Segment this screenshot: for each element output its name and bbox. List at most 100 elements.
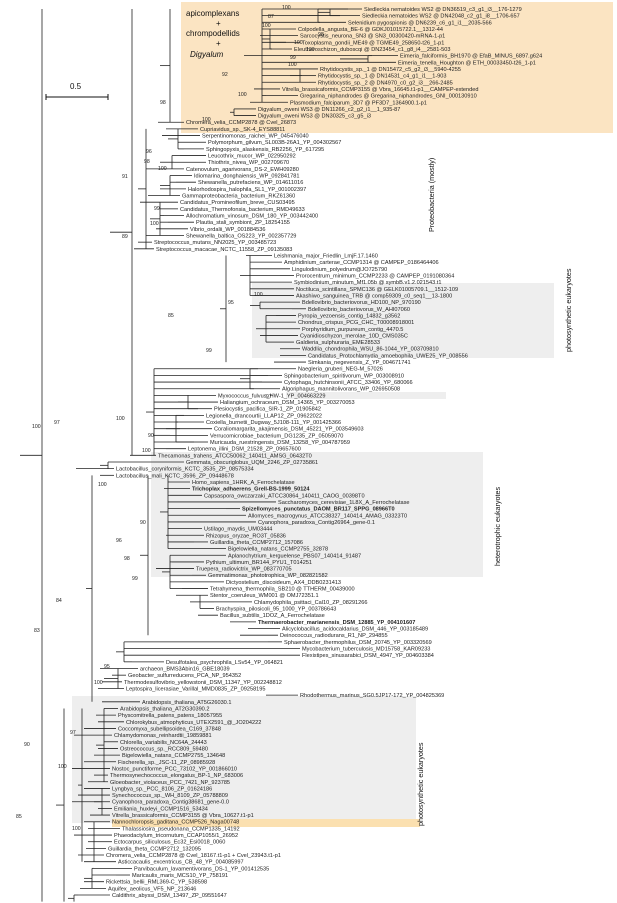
taxon-label: Porphyridium_purpureum_contig_4470.5 xyxy=(302,327,403,333)
taxon-label: Cyanidioschyzon_merolae_10D_CMS035C xyxy=(300,333,408,339)
taxon-label: Lactobacillus_mali_KCTC_3596_ZP_09448678 xyxy=(116,473,234,479)
taxon-label: Ostreococcus_sp._RCC809_59480 xyxy=(120,746,208,752)
taxon-label: Phaeodactylum_tricornutum_CCAP1055/1_269… xyxy=(114,833,238,839)
clade-title: apicomplexans + chrompodellids + Digyalu… xyxy=(186,9,240,59)
taxon-label: Muricauda_ruestringensis_DSM_13258_YP_00… xyxy=(210,440,350,446)
taxon-label: Dictyostelium_discoideum_AX4_DDB0231413 xyxy=(226,580,341,586)
taxon-label: Colpodella_angusta_BE-6 @ GDKJ01015722.1… xyxy=(298,27,443,33)
taxon-label: Physcomitrella_patens_patens_18057955 xyxy=(118,713,222,719)
support-value: 98 xyxy=(144,159,150,165)
apicomplexan-clade-box xyxy=(181,2,613,133)
taxon-label: Gemmatimonas_phototrophica_WP_082821582 xyxy=(208,573,328,579)
taxon-label: Guillardia_theta_CCMP2712_157086 xyxy=(210,540,303,546)
support-value: 100 xyxy=(306,47,315,53)
taxon-label: Bdellovibrio_bacteriovorus_W_AHI07060 xyxy=(308,307,410,313)
taxon-label: Cupriavidus_sp._SK-4_EYS88811 xyxy=(200,127,285,133)
support-value: 95 xyxy=(228,300,234,306)
support-value: 100 xyxy=(254,292,263,298)
support-value: 100 xyxy=(98,482,107,488)
taxon-label: Nostoc_punctiforme_PCC_73102_YP_00186601… xyxy=(112,766,237,772)
taxon-label: Chlorella_variabilis_NC64A_24443 xyxy=(120,740,207,746)
taxon-label: Chromera_velia_CCMP2878 @ Cvel_18167.t1-… xyxy=(106,853,281,859)
support-value: 100 xyxy=(150,221,159,227)
taxon-label: Thalassiosira_pseudonana_CCMP1335_14192 xyxy=(122,826,240,832)
taxon-label: Alicyclobacillus_acidocaldarius_DSM_446_… xyxy=(282,627,428,633)
taxon-label: Prorocentrum_minimum_CCMP2233 @ CAMPEP_0… xyxy=(296,273,454,279)
support-value: 100 xyxy=(58,764,67,770)
taxon-label: Arabidopsis_thaliana_AT2G30390.2 xyxy=(120,706,209,712)
taxon-label: Gregarina_niphandrodes @ Gregarina_nipha… xyxy=(300,94,477,100)
support-value: 99 xyxy=(154,206,160,212)
clade-title-line-5: Digyalum xyxy=(190,50,224,59)
taxon-label: Candidatus_Promineofilum_breve_CUS03495 xyxy=(180,200,295,206)
taxon-label: Shewanella_putrefaciens_WP_014611016 xyxy=(198,180,303,186)
taxon-label: Siedleckia nematoides WS2 @ DN42048_c2_g… xyxy=(362,14,520,20)
taxon-label: Leptonema_illini_DSM_21528_ZP_09657600 xyxy=(188,447,301,453)
clade-title-line-2: + xyxy=(216,19,221,28)
taxon-label: Bigelowiella_natans_CCMP2755_32878 xyxy=(228,547,328,553)
taxon-label: Rhizopus_oryzae_RO3T_05836 xyxy=(206,533,286,539)
taxon-label: Gloeobacter_violaceus_PCC_7421_NP_923785 xyxy=(110,780,230,786)
taxon-label: Rhytidocystis_sp._2 @ DN4970_c0_g2_i3__2… xyxy=(318,80,453,86)
taxon-label: Cyanophora_paradoxa_Contig26964_gene-0.1 xyxy=(258,520,375,526)
support-value: 98 xyxy=(160,100,166,106)
taxon-label: Halorhodospira_halophila_SL1_YP_00100239… xyxy=(188,187,306,193)
taxon-label: Pyropia_yezoensis_contig_14832_g3562 xyxy=(298,313,400,319)
taxon-label: Saccharomyces_cerevisiae_1L8X_A_Ferroche… xyxy=(278,500,410,506)
support-value: 99 xyxy=(290,55,296,61)
taxon-label: Aplanochytrium_kerguelense_PBS07_140414_… xyxy=(228,553,361,559)
support-value: 90 xyxy=(148,433,154,439)
side-label-photosynthetic-top: photosynthetic eukaryotes xyxy=(564,268,573,352)
clade-title-line-1: apicomplexans xyxy=(186,9,239,18)
taxon-label: Geobacter_sulfurreducens_PCA_NP_954352 xyxy=(128,673,241,679)
taxon-label: Myxococcus_fulvus_HW-1_YP_004663229 xyxy=(218,393,325,399)
taxon-label: Spizellomyces_punctatus_DAOM_BR117_SPPG_… xyxy=(242,507,395,513)
taxon-label: Vitrella_brassicaformis_CCMP3155 @ Vbra_… xyxy=(112,813,254,819)
taxon-label: Leucothrix_mucor_WP_022950292 xyxy=(208,154,296,160)
taxon-label: Brachyspira_pilosicoli_95_1000_YP_003786… xyxy=(216,607,336,613)
support-value: 97 xyxy=(54,420,60,426)
taxon-label: Algoriphagus_mannitolivorans_WP_02695050… xyxy=(282,387,400,393)
taxon-label: Thermaerobacter_marianensis_DSM_12885_YP… xyxy=(258,620,415,626)
taxon-label: Coxiella_burnetii_Dugway_5J108-111_YP_00… xyxy=(206,420,341,426)
support-value: 100 xyxy=(294,40,303,46)
taxon-label: Truepera_radiovictrix_WP_083770705 xyxy=(196,567,292,573)
taxon-label: Sarcocystis_neurona_SN3 @ SN3_00300420-m… xyxy=(300,34,445,40)
taxon-label: Serpentinomonas_raichei_WP_045476040 xyxy=(202,134,309,140)
taxon-label: Toxoplasma_gondii_ME49 @ TGME49_258650-t… xyxy=(302,40,444,46)
support-value: 98 xyxy=(318,32,324,38)
support-value: 92 xyxy=(222,72,228,78)
taxon-label: Vibrio_ordalii_WP_001884536 xyxy=(190,227,265,233)
support-value: 87 xyxy=(268,14,274,20)
support-value: 100 xyxy=(72,826,81,832)
taxon-label: Selenidium pygospionis @ DN6239_c6_g1_i1… xyxy=(348,20,492,26)
support-value: 83 xyxy=(34,628,40,634)
scale-bar: 0.5 xyxy=(45,82,109,100)
taxon-label: Haliangium_ochraceum_DSM_14365_YP_003270… xyxy=(220,400,355,406)
taxon-label: Desulfotalea_psychrophila_LSv54_YP_06482… xyxy=(166,660,283,666)
support-value: 90 xyxy=(140,520,146,526)
taxon-label: Emiliania_huxleyi_CCMP1516_53434 xyxy=(114,806,208,812)
taxon-label: Chlorokybus_atmophyticus_UTEX2591_@_JO20… xyxy=(126,720,261,726)
taxon-label: Catenovulum_agarivorans_DS-2_EWH09280 xyxy=(186,167,299,173)
support-value: 100 xyxy=(202,117,211,123)
taxon-label: Trichoplax_adhaerens_Grell-BS-1999_50124 xyxy=(192,487,310,493)
support-value: 100 xyxy=(262,23,271,29)
taxon-label: Lingulodinium_polyedrum@JO725790 xyxy=(292,267,387,273)
taxon-label: Digyalum_oweni WS3 @ DN30325_c3_g5_i3 xyxy=(258,114,371,120)
taxon-label: Parvibaculum_lavamentivorans_DS-1_YP_001… xyxy=(134,866,269,872)
taxon-label: Cytophaga_hutchinsonii_ATCC_33406_YP_680… xyxy=(284,380,413,386)
photosynthetic-bottom-box xyxy=(72,696,416,823)
taxon-label: Lactobacillus_coryniformis_KCTC_3535_ZP_… xyxy=(116,467,254,473)
taxon-label: Digyalum_oweni WS3 @ DN11266_c2_g2_i1__1… xyxy=(258,107,400,113)
taxon-label: Galdieria_sulphuraria_EME28533 xyxy=(296,340,380,346)
taxon-label: Plautia_stali_symbiont_ZP_18254155 xyxy=(196,220,290,226)
taxon-label: Homo_sapiens_1HRK_A_Ferrochelatase xyxy=(192,480,295,486)
support-value: 91 xyxy=(122,174,128,180)
taxon-label: Bigelowiella_natans_CCMP2755_134648 xyxy=(122,753,225,759)
support-value: 84 xyxy=(56,598,62,604)
taxon-label: Akashiwo_sanguinea_TRB @ comp59309_c0_se… xyxy=(296,293,452,299)
taxon-label: Allomyces_macrogynus_ATCC38327_140414_AM… xyxy=(248,513,407,519)
taxon-label: Rickettsia_bellii_RML369-C_YP_538598 xyxy=(106,880,207,886)
support-value: 85 xyxy=(16,814,22,820)
